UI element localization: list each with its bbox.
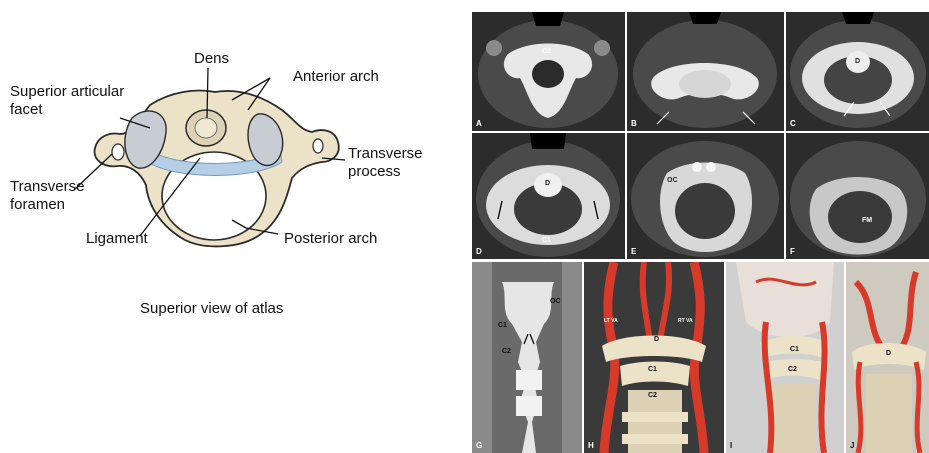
panel-letter: A [476,119,482,128]
ct-label: D [545,180,550,187]
ct-panel-b: B [627,12,784,131]
recon-label: C1 [790,346,799,353]
ct-panel-e: OC E [627,133,784,259]
label-transverse-process: Transverse process [348,145,422,181]
transverse-foramen-hole [112,144,124,160]
recon-label: C2 [648,392,657,399]
recon-label: C1 [498,322,507,329]
panel-letter: D [476,247,482,256]
label-ligament: Ligament [86,230,148,248]
ct-panel-c: D C [786,12,929,131]
recon-label: LT VA [604,318,618,324]
ct-panel-d: D C1 D [472,133,625,259]
atlas-diagram: Dens Anterior arch Superior articular fa… [0,0,470,453]
panel-letter: I [730,441,732,450]
recon-panel-j: D J [846,262,929,453]
ct-panel-f: FM F [786,133,929,259]
figure-caption: Superior view of atlas [140,300,283,317]
panel-letter: F [790,247,795,256]
recon-label: RT VA [678,318,693,324]
recon-panel-g: OC C1 C2 G [472,262,582,453]
ct-panel-a: C2 A [472,12,625,131]
ct-label: C1 [542,237,551,244]
panel-letter: J [850,441,854,450]
recon-label: C2 [502,348,511,355]
recon-label: C1 [648,366,657,373]
label-anterior-arch: Anterior arch [293,68,379,86]
recon-label: C2 [788,366,797,373]
ct-label: OC [667,177,678,184]
panel-letter: H [588,441,594,450]
label-transverse-foramen: Transverse foramen [10,178,84,214]
label-posterior-arch: Posterior arch [284,230,377,248]
ct-label: D [855,58,860,65]
recon-panel-h: D C1 C2 LT VA RT VA H [584,262,724,453]
label-dens: Dens [194,50,229,68]
ct-label: C2 [542,48,551,55]
panel-letter: G [476,441,482,450]
panel-letter: C [790,119,796,128]
label-superior-articular-facet: Superior articular facet [10,83,124,119]
ct-label: FM [862,217,872,224]
panel-letter: B [631,119,637,128]
recon-panel-i: C1 C2 I [726,262,844,453]
panel-letter: E [631,247,636,256]
recon-label: D [654,336,659,343]
recon-label: OC [550,298,561,305]
recon-label: D [886,350,891,357]
